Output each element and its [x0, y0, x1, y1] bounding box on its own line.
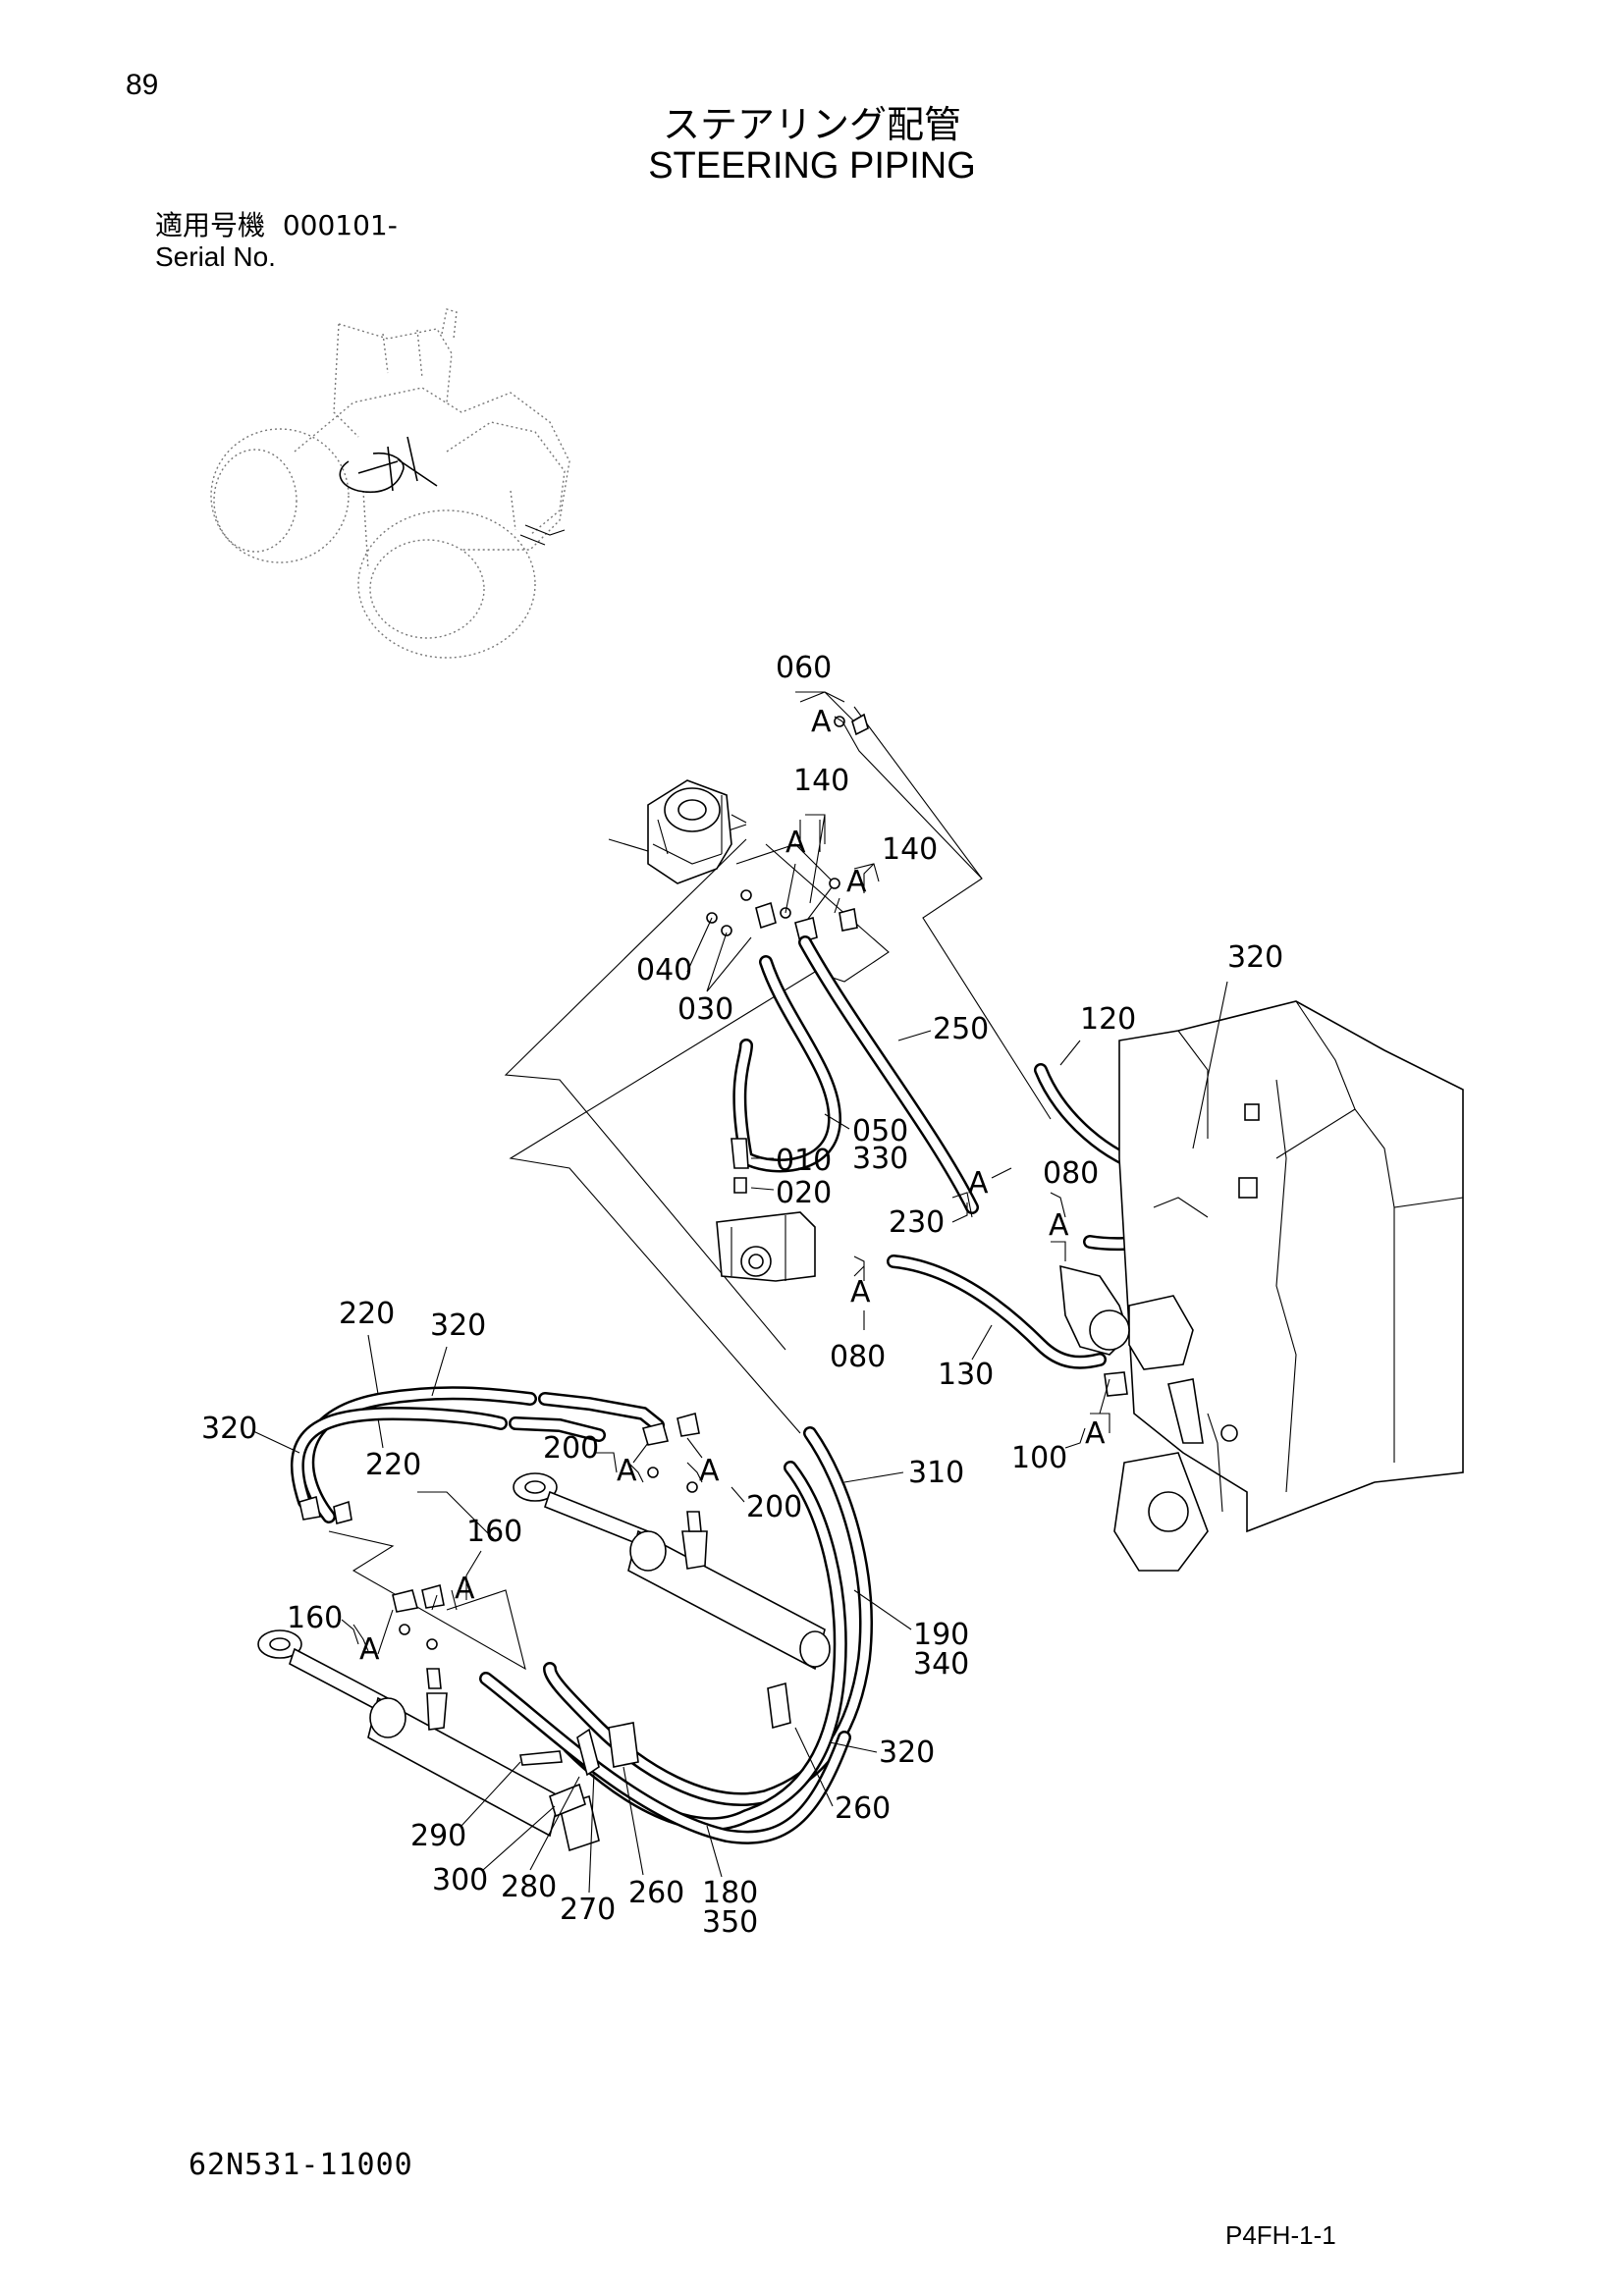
callout-310: 310	[908, 1456, 964, 1490]
callout-030: 030	[677, 992, 733, 1027]
steering-cylinder-lower	[257, 1629, 600, 1852]
callout-320-lower: 320	[879, 1735, 935, 1770]
page-title-english: STEERING PIPING	[648, 145, 976, 187]
priority-valve	[716, 1138, 816, 1282]
callout-280: 280	[501, 1870, 557, 1904]
callout-350: 350	[702, 1905, 758, 1940]
callout-200-right: 200	[746, 1490, 802, 1524]
ref-a-200-right: A	[699, 1454, 720, 1488]
steering-hoses-lower	[290, 1386, 873, 1844]
ref-a-140-right: A	[846, 865, 867, 899]
callout-040: 040	[636, 953, 692, 988]
ref-a-140-top: A	[785, 826, 806, 860]
callout-260-bottom: 260	[628, 1876, 684, 1910]
steering-valve	[647, 779, 747, 884]
callout-340: 340	[913, 1647, 969, 1682]
callout-140-top: 140	[793, 764, 849, 798]
callout-100: 100	[1011, 1441, 1067, 1475]
callout-140-right: 140	[882, 832, 938, 867]
callout-050: 050	[852, 1114, 908, 1148]
hydraulic-tank	[1118, 1000, 1464, 1533]
callout-220-top: 220	[339, 1297, 395, 1331]
pump-assembly	[1059, 1264, 1238, 1572]
callout-230: 230	[889, 1205, 945, 1240]
callout-320-mid: 320	[430, 1308, 486, 1343]
callout-190: 190	[913, 1618, 969, 1652]
serial-applicable-line: 適用号機 000101-	[155, 204, 398, 243]
callout-300: 300	[432, 1863, 488, 1897]
callout-130: 130	[938, 1358, 994, 1392]
drawing-number: 62N531-11000	[189, 2148, 413, 2182]
callout-080-lower: 080	[830, 1340, 886, 1374]
serial-label-japanese: 適用号機	[155, 209, 266, 241]
ref-a-200-left: A	[617, 1454, 637, 1488]
ref-a-080-lower: A	[850, 1275, 871, 1309]
callout-220-lower: 220	[365, 1448, 421, 1482]
page-title-japanese: ステアリング配管	[662, 103, 961, 146]
steering-cylinder-upper	[513, 1472, 831, 1671]
callout-200-left: 200	[543, 1431, 599, 1466]
callout-330-mid: 330	[852, 1142, 908, 1176]
callout-labels: 060 A 140 A 140 A 040 030 320 120 250 05…	[201, 651, 1283, 1940]
machine-location-thumbnail	[210, 308, 570, 659]
steering-hoses-upper	[732, 935, 1194, 1369]
ref-brackets	[352, 691, 1110, 1652]
callout-010: 010	[776, 1144, 832, 1178]
callout-180: 180	[702, 1876, 758, 1910]
serial-number-value: 000101-	[282, 209, 398, 241]
ref-a-080-right: A	[1049, 1208, 1069, 1243]
ref-a-060: A	[811, 705, 832, 739]
ref-a-160-top: A	[455, 1572, 475, 1606]
callout-080-right: 080	[1043, 1156, 1099, 1191]
callout-060: 060	[776, 651, 832, 685]
clamp-parts	[519, 1682, 791, 1818]
callout-160-left: 160	[287, 1601, 343, 1635]
callout-260-right: 260	[835, 1791, 891, 1826]
ref-a-100: A	[1085, 1416, 1106, 1451]
ref-a-230: A	[968, 1166, 989, 1201]
callout-320-top: 320	[1227, 940, 1283, 975]
page-number: 89	[126, 69, 159, 101]
callout-290: 290	[410, 1819, 466, 1853]
callout-160-top: 160	[466, 1515, 522, 1549]
ref-a-160-left: A	[359, 1632, 380, 1667]
callout-020: 020	[776, 1176, 832, 1210]
callout-270: 270	[560, 1893, 616, 1927]
callout-250: 250	[933, 1012, 989, 1046]
callout-320-left: 320	[201, 1412, 257, 1446]
callout-120: 120	[1080, 1002, 1136, 1037]
cylinder-fittings	[298, 1412, 702, 1689]
page-reference: P4FH-1-1	[1225, 2220, 1336, 2250]
serial-label-english: Serial No.	[155, 241, 276, 272]
